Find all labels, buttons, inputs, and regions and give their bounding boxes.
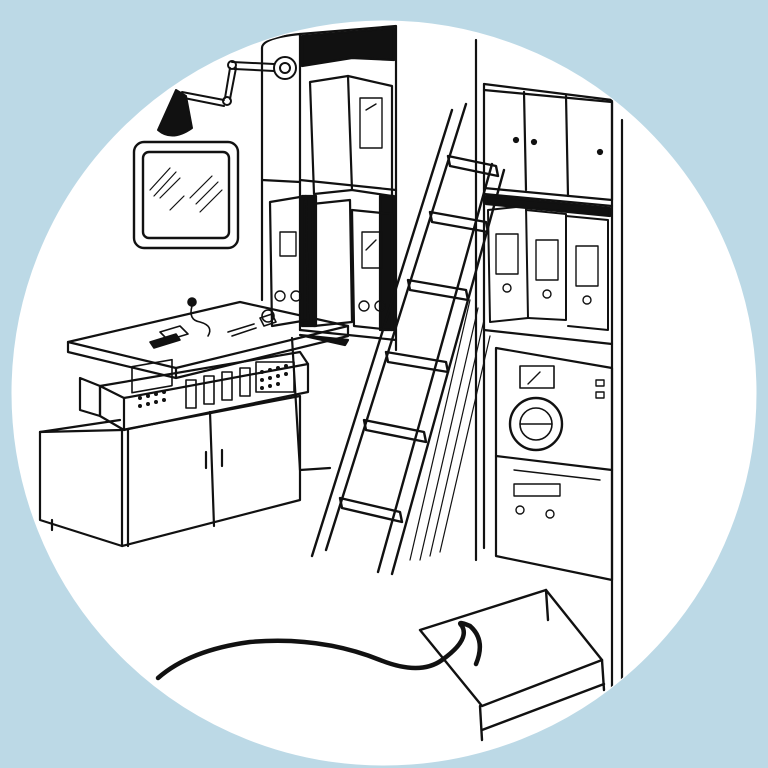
workbench-icon	[66, 297, 350, 472]
wall-lamp-icon	[157, 56, 297, 137]
line-art	[38, 24, 624, 742]
instrument-rack-icon	[474, 38, 614, 562]
floor-hatch-icon	[418, 588, 606, 742]
white-circle-vignette	[12, 21, 756, 765]
transmitter-unit-icon	[494, 346, 614, 582]
equipment-rack-icon	[260, 24, 398, 352]
bench-tools	[149, 297, 277, 349]
porthole-window-icon	[132, 140, 240, 250]
cable-icon	[155, 620, 483, 681]
ladder-icon	[310, 102, 506, 576]
cabinet-doors-icon	[38, 394, 302, 548]
console-knobs	[138, 364, 288, 408]
vignette-edge	[11, 20, 757, 766]
control-panel-icon	[78, 350, 310, 432]
